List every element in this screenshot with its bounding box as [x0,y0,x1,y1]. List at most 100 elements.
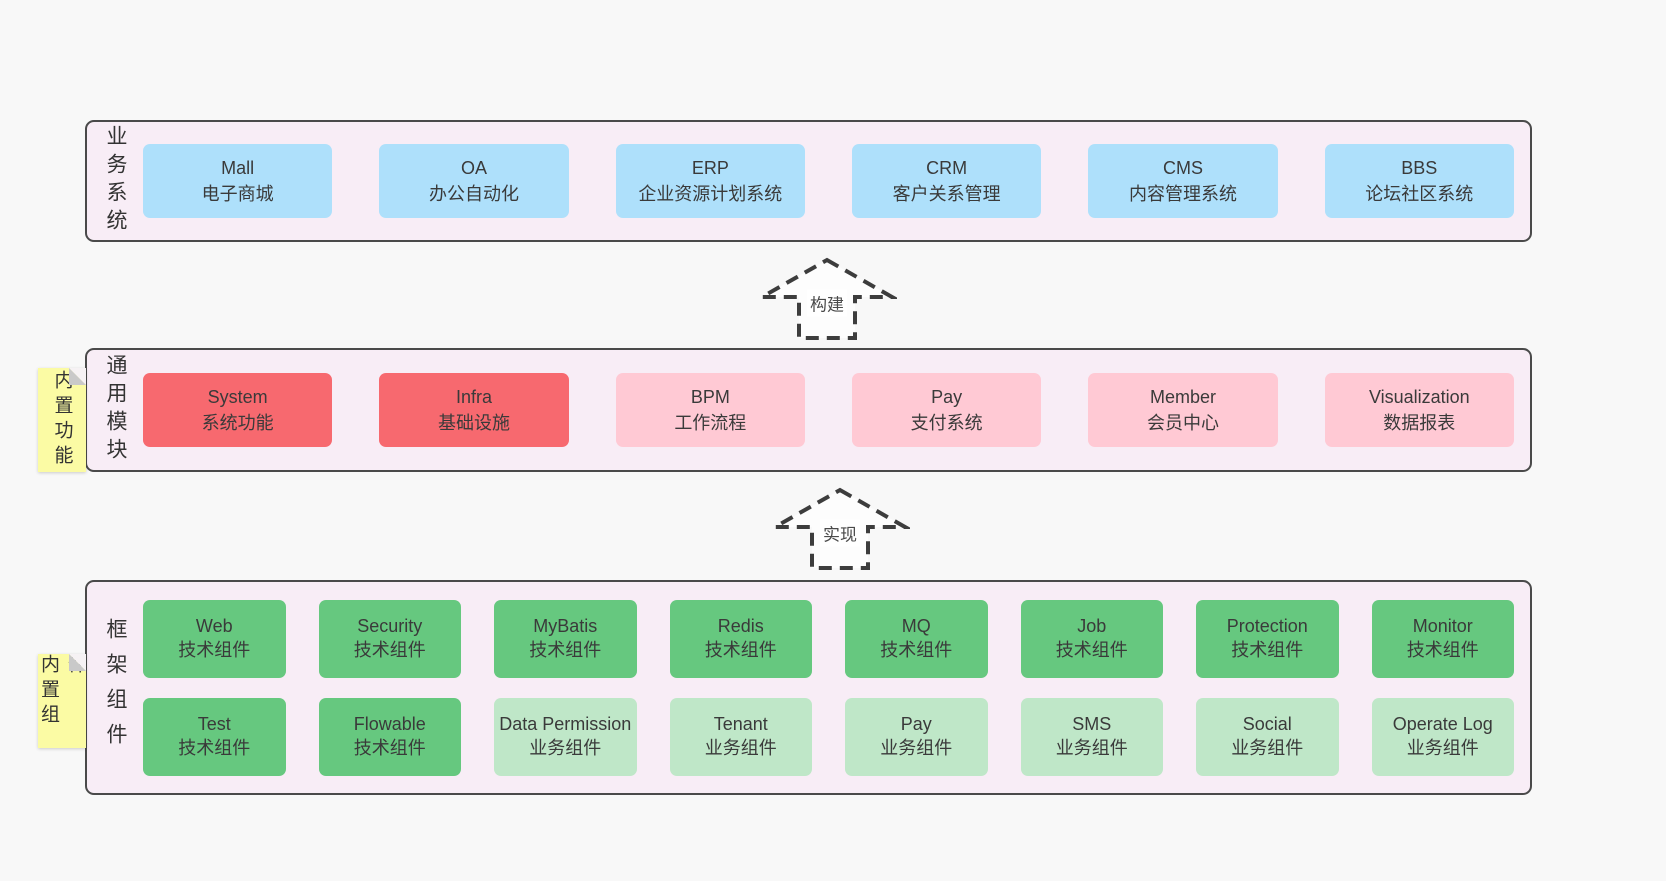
sticky-note-built-in-functions: 内置功能 [38,368,86,472]
box-desc: 业务组件 [704,737,777,758]
box-name: Pay [900,713,932,734]
box-desc: 电子商城 [201,184,274,204]
sticky-text: 内置功能 [51,370,73,470]
box-name: CRM [926,157,968,178]
framework-components-panel: 框架组件 Web 技术组件 Security 技术组件 MyBatis 技术组件… [85,580,1532,795]
box-name: SMS [1072,713,1112,734]
panel-label-text: 业务系统 [104,125,127,237]
implement-arrow-label: 实现 [820,519,860,547]
box-desc: 技术组件 [1231,639,1304,660]
box-name: OA [460,157,487,178]
box-desc: 基础设施 [437,413,510,433]
component-box-operate-log: Operate Log 业务组件 [1371,697,1514,776]
box-name: ERP [691,157,729,178]
component-box-web: Web 技术组件 [143,599,286,678]
module-box-visualization: Visualization 数据报表 [1324,373,1514,447]
box-desc: 技术组件 [880,639,953,660]
box-name: Visualization [1368,386,1470,407]
box-desc: 企业资源计划系统 [638,184,783,204]
box-name: Monitor [1412,615,1473,636]
box-name: Operate Log [1392,713,1493,734]
box-desc: 技术组件 [1055,639,1128,660]
panel-label-modules: 通用模块 [87,350,143,470]
sticky-fold [69,654,86,671]
component-box-data-permission: Data Permission 业务组件 [494,697,637,776]
business-systems-panel: 业务系统 Mall 电子商城 OA 办公自动化 ERP 企业资源计划系统 CRM… [85,120,1532,242]
system-box-bbs: BBS 论坛社区系统 [1324,144,1514,218]
box-desc: 客户关系管理 [892,184,1001,204]
box-desc: 技术组件 [178,639,251,660]
box-desc: 内容管理系统 [1128,184,1237,204]
component-box-mq: MQ 技术组件 [845,599,988,678]
component-box-redis: Redis 技术组件 [669,599,812,678]
box-desc: 技术组件 [353,639,426,660]
box-desc: 工作流程 [674,413,747,433]
module-box-infra: Infra 基础设施 [379,373,569,447]
box-desc: 论坛社区系统 [1365,184,1474,204]
box-name: Member [1149,386,1216,407]
box-desc: 业务组件 [880,737,953,758]
component-box-test: Test 技术组件 [143,697,286,776]
panel-label-components: 框架组件 [87,582,143,793]
box-desc: 技术组件 [529,639,602,660]
box-name: Redis [717,615,764,636]
box-desc: 系统功能 [201,413,274,433]
components-grid: Web 技术组件 Security 技术组件 MyBatis 技术组件 Redi… [143,599,1530,776]
component-box-monitor: Monitor 技术组件 [1371,599,1514,678]
box-desc: 支付系统 [910,413,983,433]
box-name: Pay [931,386,963,407]
box-desc: 技术组件 [353,737,426,758]
component-box-mybatis: MyBatis 技术组件 [494,599,637,678]
component-box-pay: Pay 业务组件 [845,697,988,776]
box-name: Social [1242,713,1292,734]
module-box-member: Member 会员中心 [1088,373,1278,447]
box-desc: 数据报表 [1383,413,1456,433]
box-name: Infra [455,386,492,407]
component-box-sms: SMS 业务组件 [1020,697,1163,776]
build-arrow-label: 构建 [807,289,847,317]
component-box-flowable: Flowable 技术组件 [318,697,461,776]
box-name: Job [1077,615,1107,636]
box-desc: 技术组件 [1406,639,1479,660]
component-box-job: Job 技术组件 [1020,599,1163,678]
box-desc: 业务组件 [1055,737,1128,758]
implement-arrow: 实现 [770,486,910,572]
box-name: Protection [1226,615,1308,636]
box-desc: 办公自动化 [428,184,519,204]
box-name: BPM [690,386,730,407]
sticky-fold [69,368,86,385]
component-box-tenant: Tenant 业务组件 [669,697,812,776]
box-desc: 业务组件 [1406,737,1479,758]
box-name: Web [195,615,233,636]
box-name: MQ [901,615,931,636]
box-desc: 会员中心 [1146,413,1219,433]
system-box-crm: CRM 客户关系管理 [851,144,1042,218]
box-name: CMS [1162,157,1203,178]
system-box-mall: Mall 电子商城 [143,144,333,218]
panel-label-text: 通用模块 [104,354,127,466]
box-name: Data Permission [499,713,632,734]
modules-box-row: System 系统功能 Infra 基础设施 BPM 工作流程 Pay 支付系统… [143,373,1530,447]
sticky-note-built-in-components: 内置组件 [38,654,86,748]
build-arrow: 构建 [757,256,897,342]
box-name: Security [357,615,423,636]
system-box-cms: CMS 内容管理系统 [1088,144,1278,218]
business-box-row: Mall 电子商城 OA 办公自动化 ERP 企业资源计划系统 CRM 客户关系… [143,144,1530,218]
box-desc: 技术组件 [704,639,777,660]
system-box-oa: OA 办公自动化 [379,144,569,218]
panel-label-text: 框架组件 [104,617,127,758]
component-box-security: Security 技术组件 [318,599,461,678]
component-box-protection: Protection 技术组件 [1196,599,1339,678]
box-name: System [207,386,268,407]
box-name: Test [197,713,231,734]
box-desc: 业务组件 [1231,737,1304,758]
module-box-system: System 系统功能 [143,373,333,447]
box-name: BBS [1401,157,1438,178]
component-box-social: Social 业务组件 [1196,697,1339,776]
box-name: Tenant [713,713,768,734]
module-box-bpm: BPM 工作流程 [615,373,805,447]
box-name: Flowable [353,713,426,734]
panel-label-business: 业务系统 [87,122,143,240]
box-desc: 技术组件 [178,737,251,758]
module-box-pay: Pay 支付系统 [851,373,1042,447]
